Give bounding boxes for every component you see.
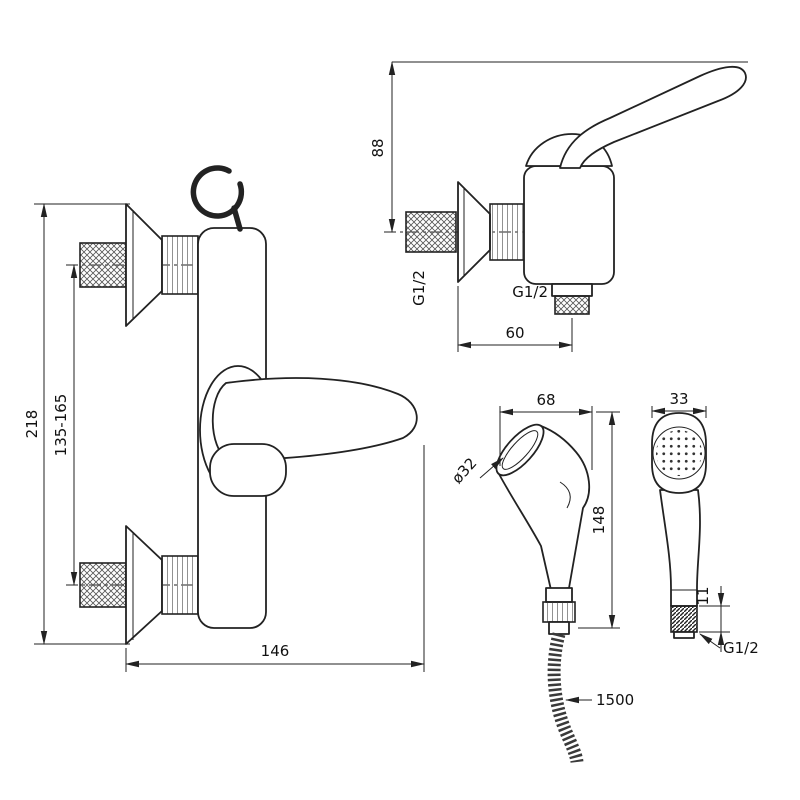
mixer-side-view: 88 G1/2 G1/2 60 [369, 61, 748, 352]
outlet-thread [554, 295, 590, 315]
spout-nose [209, 443, 287, 497]
union-nut-side [489, 203, 525, 261]
spray-nozzle-line [559, 481, 571, 509]
dim-60-label: 60 [505, 324, 524, 342]
dim-connection-spacing: 135-165 [52, 264, 78, 586]
dim-68-label: 68 [536, 391, 555, 409]
spray-face [495, 423, 545, 477]
dim-spray-width: 68 [499, 391, 593, 470]
shower-hose [547, 632, 584, 764]
shower-thread-label: G1/2 [723, 639, 759, 657]
inlet-thread-label: G1/2 [410, 270, 428, 306]
spray-face-holes [656, 430, 702, 476]
lever-handle-side [559, 66, 747, 169]
dim-connection-spacing-label: 135-165 [52, 394, 70, 457]
dim-11-label: 11 [694, 586, 712, 605]
spray-handle-end [545, 587, 573, 603]
handspray-side-view: 68 ø32 148 1500 [448, 391, 634, 764]
top-threaded-tail [79, 242, 127, 288]
dim-shower-thread: G1/2 [699, 633, 759, 657]
dim-hose-length: 1500 [565, 691, 634, 709]
handspray-front-view: 33 11 G1/2 [651, 390, 759, 657]
dim-shower-width: 33 [651, 390, 707, 418]
dim-spray-length: 148 [578, 411, 620, 629]
outlet-thread-label: G1/2 [512, 283, 548, 301]
mixer-front-view: 218 135-165 146 [23, 165, 425, 672]
dim-width: 146 [125, 445, 425, 672]
dim-33-label: 33 [669, 390, 688, 408]
dim-148-label: 148 [590, 506, 608, 535]
spray-hose-nut [542, 601, 576, 623]
spray-face-ring [652, 426, 706, 480]
dim-height-above-connection: 88 [369, 61, 396, 233]
dim-connector-height: 11 [694, 586, 730, 652]
spray-hose-collar [548, 621, 570, 635]
bottom-threaded-tail [79, 562, 127, 608]
dim-total-height-label: 218 [23, 410, 41, 439]
dim-width-label: 146 [261, 642, 290, 660]
outlet-collar [551, 283, 593, 297]
shower-hook [190, 165, 245, 219]
dim-88-label: 88 [369, 138, 387, 157]
top-union-nut [161, 235, 199, 295]
inlet-threaded-tail [405, 211, 457, 253]
dim-1500-label: 1500 [596, 691, 634, 709]
bottom-union-nut [161, 555, 199, 615]
mixer-body-side [523, 165, 615, 285]
shower-connector-thread [670, 605, 698, 633]
dim-total-height: 218 [23, 203, 130, 645]
shower-hook-stem [231, 205, 243, 232]
dim-depth: 60 [457, 286, 573, 352]
shower-connector-cap [673, 631, 695, 639]
